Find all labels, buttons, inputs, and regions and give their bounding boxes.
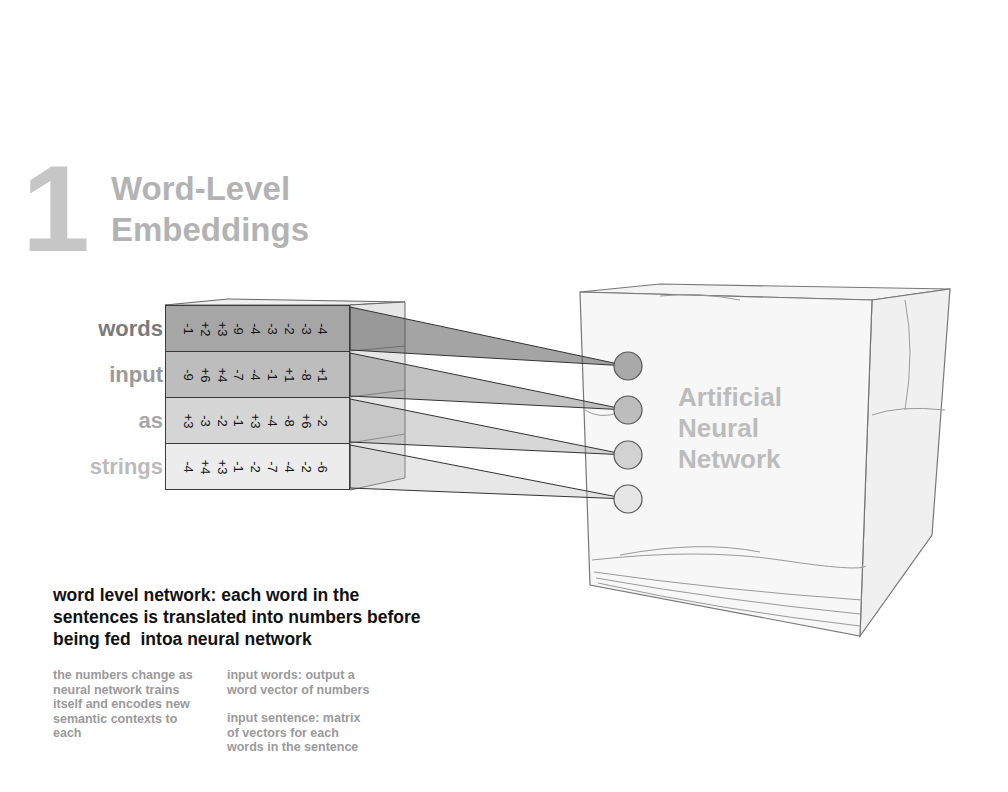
caption-text: word level network: each word in the sen… [53, 584, 425, 650]
input-neuron [614, 485, 642, 513]
projection-connector [350, 399, 628, 455]
vector-value: -4 [316, 323, 329, 335]
vector-value: -2 [249, 461, 262, 473]
vector-value: -9 [182, 369, 195, 381]
vector-value: +1 [316, 367, 329, 382]
vector-value: +1 [282, 367, 295, 382]
projection-wedge [350, 399, 628, 455]
cube-right-face [860, 289, 950, 636]
cube-front-face [580, 292, 872, 636]
vector-value: -1 [232, 415, 245, 427]
vector-value: -7 [232, 369, 245, 381]
vector-value: +3 [249, 413, 262, 428]
vector-value: -7 [266, 461, 279, 473]
projection-wedge [350, 307, 628, 366]
side-note: the numbers change as neural network tra… [53, 668, 205, 741]
vector-value: +4 [198, 459, 211, 474]
vector-value: +6 [299, 413, 312, 428]
vector-value: -1 [182, 323, 195, 335]
cube-texture [585, 295, 945, 626]
projection-connector [350, 445, 628, 499]
input-neuron [614, 352, 642, 380]
input-neuron [614, 396, 642, 424]
vector-value: -3 [299, 323, 312, 335]
vector-value: +3 [182, 413, 195, 428]
projection-connector [350, 353, 628, 410]
input-neuron [614, 441, 642, 469]
vector-value: +4 [215, 367, 228, 382]
projection-connector [350, 307, 628, 366]
vector-value: -2 [215, 415, 228, 427]
vector-value: -4 [249, 323, 262, 335]
side-note: input sentence: matrix of vectors for ea… [227, 711, 367, 755]
vector-value: -8 [282, 415, 295, 427]
word-label: words [98, 316, 163, 342]
vector-value: +3 [215, 321, 228, 336]
word-label: strings [90, 454, 163, 480]
embedding-slab: strings-4+4+3-1-2-7-4-2-6 [165, 443, 350, 490]
vector-value: +2 [198, 321, 211, 336]
vector-value: -2 [282, 323, 295, 335]
vector-value: +6 [198, 367, 211, 382]
vector-value: -1 [232, 461, 245, 473]
word-label: input [109, 362, 163, 388]
embedding-slab: input-9+6+4-7-4-1+1-8+1 [165, 351, 350, 398]
vector-value: -3 [266, 323, 279, 335]
vector-value: -4 [266, 415, 279, 427]
vector-value: -4 [249, 369, 262, 381]
diagram-title: Word-Level Embeddings [111, 168, 329, 250]
embedding-slab: as+3-3-2-1+3-4-8+6-2 [165, 397, 350, 444]
network-label: Artificial Neural Network [678, 382, 782, 475]
projection-wedge [350, 353, 628, 410]
section-number: 1 [22, 148, 90, 270]
vector-value: -6 [316, 461, 329, 473]
vector-value: -9 [232, 323, 245, 335]
word-label: as [139, 408, 163, 434]
vector-value: +3 [215, 459, 228, 474]
vector-value: -4 [282, 461, 295, 473]
vector-value: -3 [198, 415, 211, 427]
network-cube: Artificial Neural Network [628, 330, 868, 495]
vector-value: -8 [299, 369, 312, 381]
projection-wedge [350, 445, 628, 499]
embedding-slab: words-1+2+3-9-4-3-2-3-4 [165, 305, 350, 352]
vector-value: -2 [299, 461, 312, 473]
vector-value: -4 [182, 461, 195, 473]
vector-value: -2 [316, 415, 329, 427]
side-note: input words: output a word vector of num… [227, 668, 387, 697]
vector-value: -1 [266, 369, 279, 381]
